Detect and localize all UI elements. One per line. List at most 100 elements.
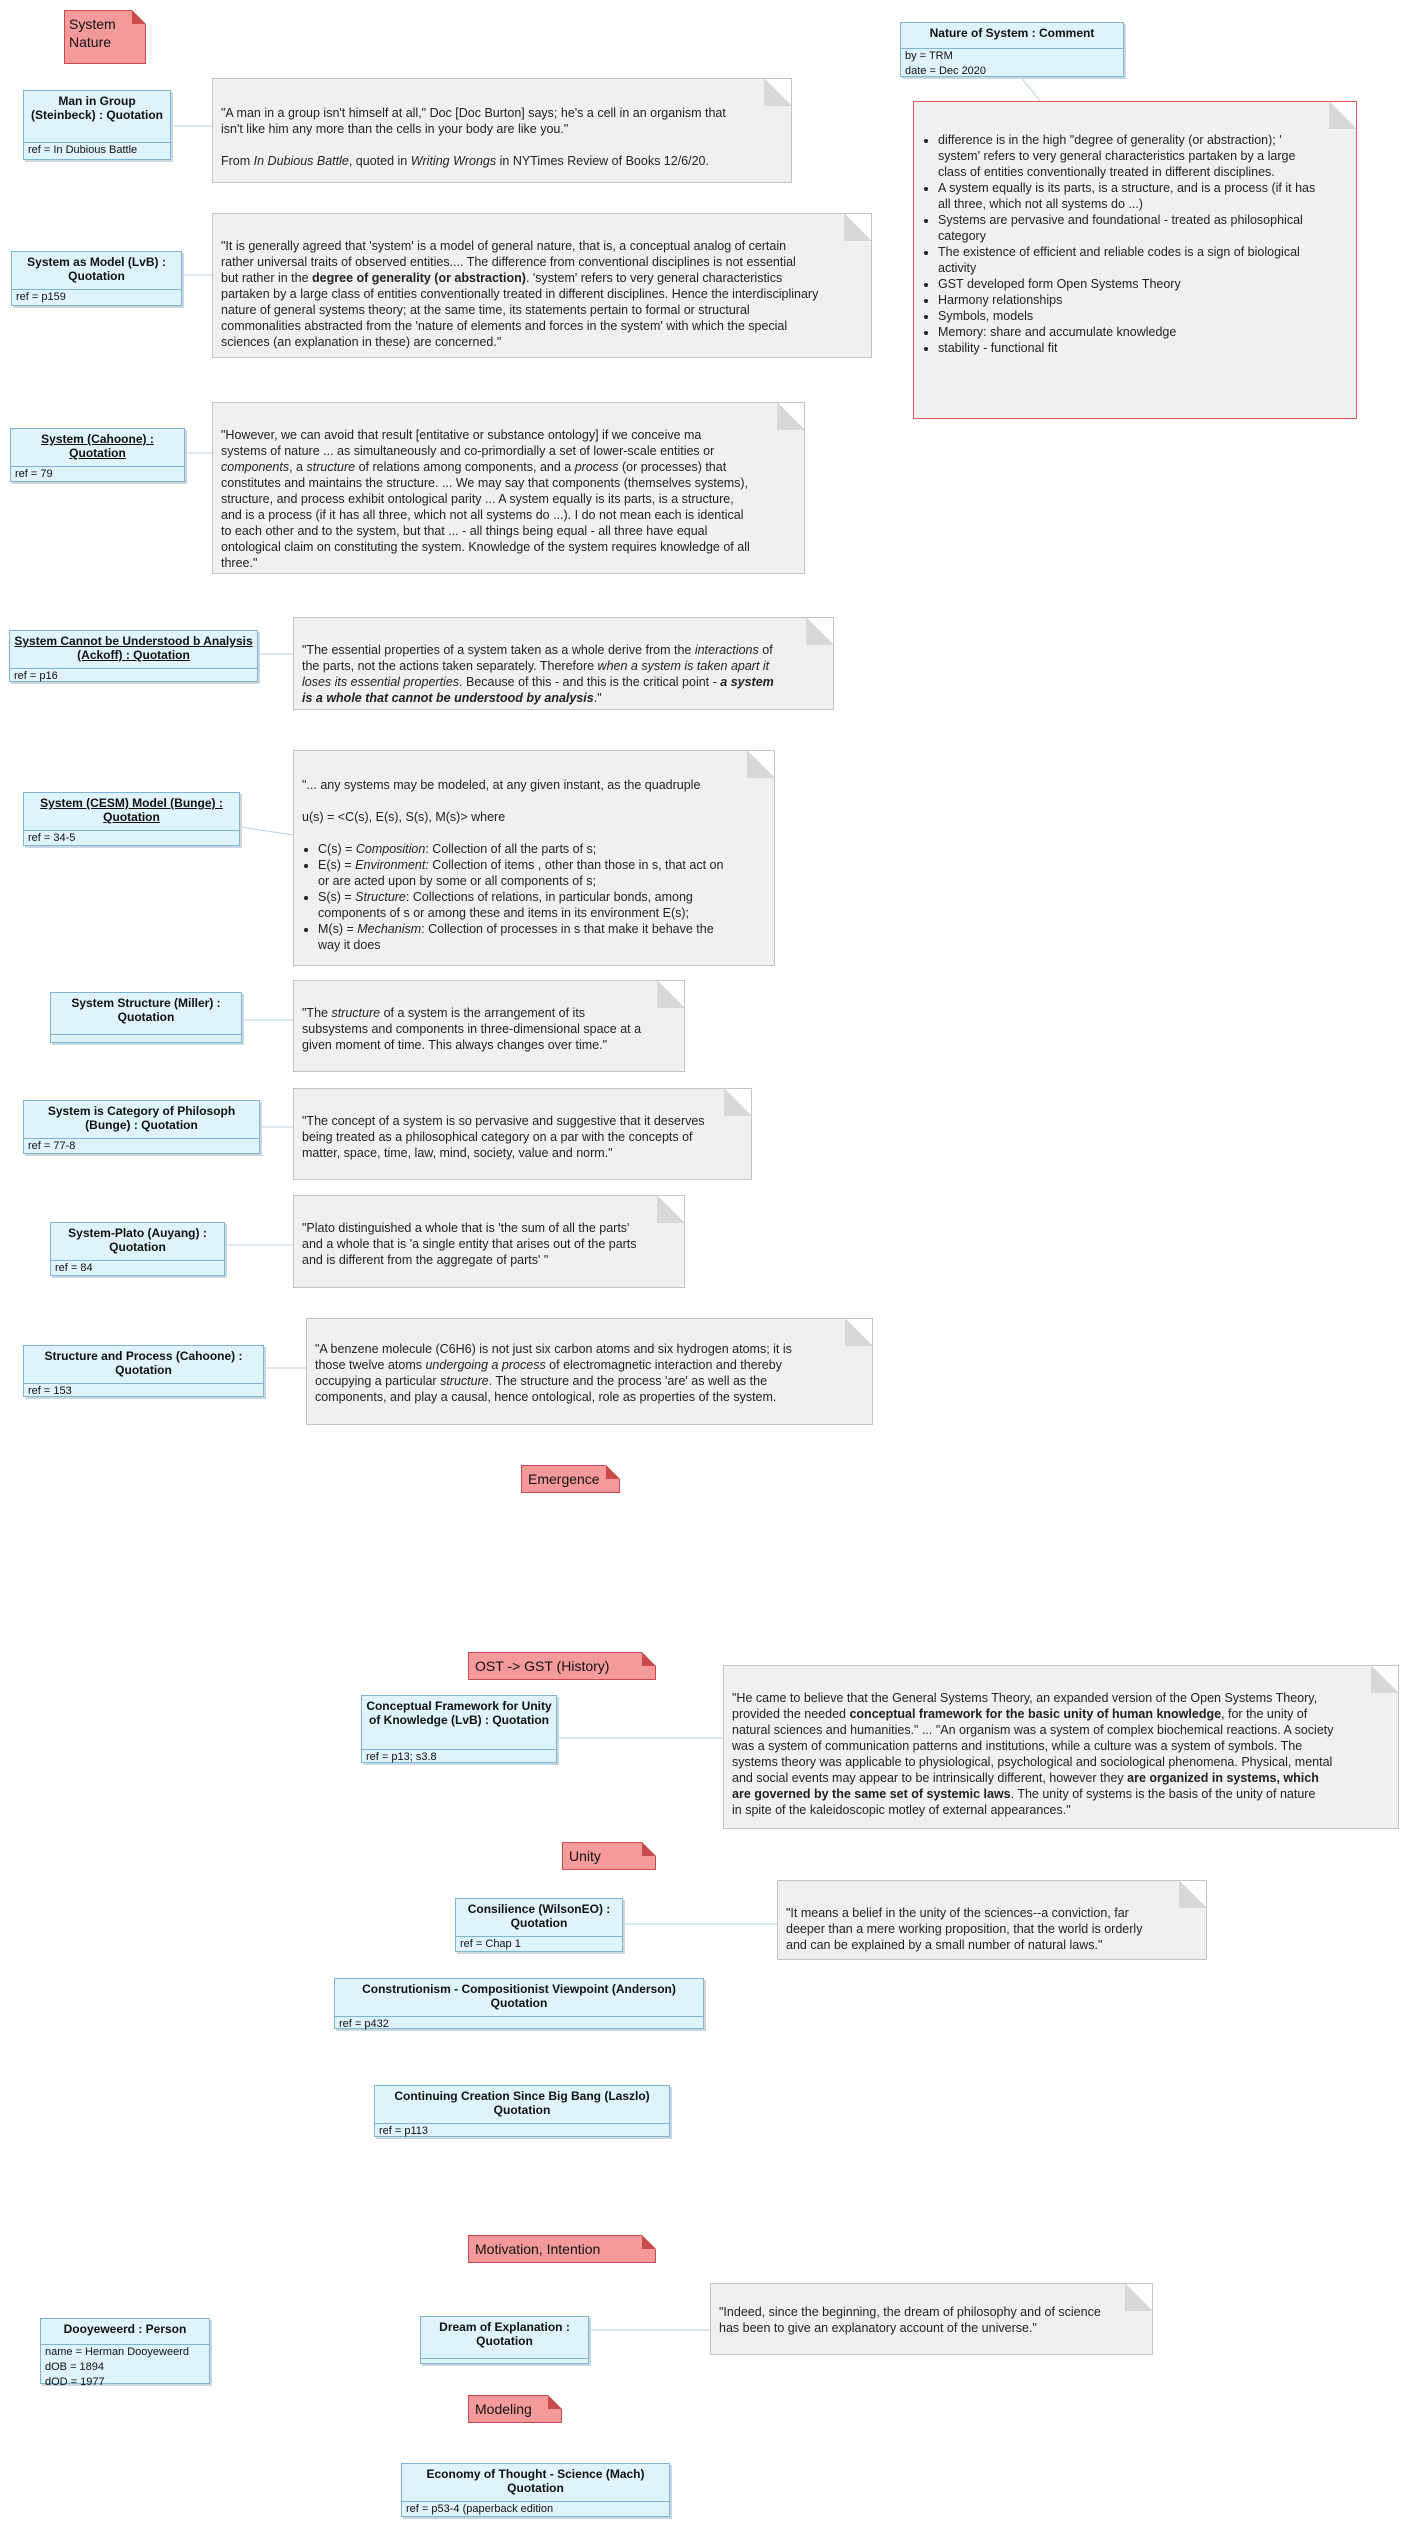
object-system-category[interactable]: System is Category of Philosoph (Bunge) … <box>23 1100 260 1154</box>
note-fold-icon <box>724 1089 751 1116</box>
link-system-cesm <box>239 826 294 836</box>
object-continuing-creation[interactable]: Continuing Creation Since Big Bang (Lasz… <box>374 2085 670 2137</box>
object-system-cesm[interactable]: System (CESM) Model (Bunge) : Quotation … <box>23 792 240 846</box>
note-fold-icon <box>764 79 791 106</box>
object-economy-thought[interactable]: Economy of Thought - Science (Mach) Quot… <box>401 2463 670 2517</box>
object-nature-comment[interactable]: Nature of System : Comment by = TRM date… <box>900 22 1124 77</box>
object-attribute: ref = In Dubious Battle <box>28 144 138 156</box>
object-attribute: ref = p53-4 (paperback edition <box>406 2503 554 2515</box>
note-system-cesm[interactable]: "... any systems may be modeled, at any … <box>293 750 775 966</box>
object-title: System (Cahoone) : Quotation <box>11 429 184 467</box>
note-text: difference is in the high "degree of gen… <box>914 102 1356 362</box>
object-man-in-group[interactable]: Man in Group (Steinbeck) : Quotation ref… <box>23 90 171 160</box>
package-fold-icon <box>642 1842 656 1856</box>
object-system-ackoff[interactable]: System Cannot be Understood b Analysis (… <box>9 630 258 682</box>
package-motivation[interactable]: Motivation, Intention <box>468 2235 656 2263</box>
note-text: "The essential properties of a system ta… <box>302 643 774 705</box>
object-system-cahoone[interactable]: System (Cahoone) : Quotation ref = 79 <box>10 428 185 482</box>
package-ost-gst[interactable]: OST -> GST (History) <box>468 1652 656 1680</box>
note-fold-icon <box>806 618 833 645</box>
note-system-cahoone[interactable]: "However, we can avoid that result [enti… <box>212 402 805 574</box>
object-attribute: dOB = 1894 <box>45 2361 105 2373</box>
object-title: Consilience (WilsonEO) : Quotation <box>456 1899 622 1937</box>
object-system-structure[interactable]: System Structure (Miller) : Quotation <box>50 992 242 1043</box>
package-label: System Nature <box>69 16 116 50</box>
note-text: "The concept of a system is so pervasive… <box>302 1114 705 1160</box>
object-conceptual-framework[interactable]: Conceptual Framework for Unity of Knowle… <box>361 1695 557 1763</box>
note-fold-icon <box>844 214 871 241</box>
object-attribute: ref = Chap 1 <box>460 1938 521 1950</box>
note-text: "Plato distinguished a whole that is 'th… <box>302 1221 637 1267</box>
note-fold-icon <box>777 403 804 430</box>
note-fold-icon <box>657 981 684 1008</box>
object-title: Nature of System : Comment <box>901 23 1123 49</box>
note-system-structure[interactable]: "The structure of a system is the arrang… <box>293 980 685 1072</box>
object-title: System Cannot be Understood b Analysis (… <box>10 631 257 669</box>
note-system-category[interactable]: "The concept of a system is so pervasive… <box>293 1088 752 1180</box>
package-label: OST -> GST (History) <box>475 1658 610 1674</box>
object-attribute: by = TRM <box>905 50 953 62</box>
note-system-plato[interactable]: "Plato distinguished a whole that is 'th… <box>293 1195 685 1288</box>
object-title: Structure and Process (Cahoone) : Quotat… <box>24 1346 263 1384</box>
object-attribute: ref = 34-5 <box>28 832 76 844</box>
object-construtionism[interactable]: Construtionism - Compositionist Viewpoin… <box>334 1978 704 2030</box>
note-fold-icon <box>657 1196 684 1223</box>
note-nature-comment[interactable]: difference is in the high "degree of gen… <box>913 101 1357 419</box>
object-title: Construtionism - Compositionist Viewpoin… <box>335 1979 703 2017</box>
object-attribute: date = Dec 2020 <box>905 65 987 77</box>
object-system-as-model[interactable]: System as Model (LvB) : Quotation ref = … <box>11 251 182 306</box>
object-title: System-Plato (Auyang) : Quotation <box>51 1223 224 1261</box>
object-system-plato[interactable]: System-Plato (Auyang) : Quotation ref = … <box>50 1222 225 1276</box>
package-label: Emergence <box>528 1471 600 1487</box>
object-attribute: ref = p13; s3.8 <box>366 1751 437 1763</box>
note-fold-icon <box>1179 1881 1206 1908</box>
object-title: System as Model (LvB) : Quotation <box>12 252 181 290</box>
note-dream-explanation[interactable]: "Indeed, since the beginning, the dream … <box>710 2283 1153 2355</box>
object-title: Man in Group (Steinbeck) : Quotation <box>24 91 170 143</box>
note-text: "He came to believe that the General Sys… <box>732 1691 1334 1817</box>
note-text: "A man in a group isn't himself at all,"… <box>221 106 726 168</box>
note-text: "The structure of a system is the arrang… <box>302 1006 642 1052</box>
object-attribute: ref = 77-8 <box>28 1140 76 1152</box>
object-title: Conceptual Framework for Unity of Knowle… <box>362 1696 556 1750</box>
package-fold-icon <box>132 10 146 24</box>
note-text: "A benzene molecule (C6H6) is not just s… <box>315 1342 792 1404</box>
object-attribute: ref = 84 <box>55 1262 93 1274</box>
object-structure-process[interactable]: Structure and Process (Cahoone) : Quotat… <box>23 1345 264 1397</box>
object-title: Dooyeweerd : Person <box>41 2319 209 2345</box>
package-label: Unity <box>569 1848 601 1864</box>
object-attribute: ref = p432 <box>339 2018 389 2030</box>
note-system-ackoff[interactable]: "The essential properties of a system ta… <box>293 617 834 710</box>
note-consilience[interactable]: "It means a belief in the unity of the s… <box>777 1880 1207 1960</box>
object-dream-explanation[interactable]: Dream of Explanation : Quotation <box>420 2316 589 2364</box>
object-attribute: ref = p113 <box>379 2125 429 2137</box>
note-fold-icon <box>845 1319 872 1346</box>
note-conceptual-framework[interactable]: "He came to believe that the General Sys… <box>723 1665 1399 1829</box>
note-man-in-group[interactable]: "A man in a group isn't himself at all,"… <box>212 78 792 183</box>
object-title: System (CESM) Model (Bunge) : Quotation <box>24 793 239 831</box>
note-fold-icon <box>1125 2284 1152 2311</box>
package-emergence[interactable]: Emergence <box>521 1465 620 1493</box>
object-attribute: dOD = 1977 <box>45 2376 105 2388</box>
note-text: "... any systems may be modeled, at any … <box>294 751 774 959</box>
object-attribute: ref = p159 <box>16 291 66 303</box>
object-dooyeweerd[interactable]: Dooyeweerd : Person name = Herman Dooyew… <box>40 2318 210 2388</box>
note-structure-process[interactable]: "A benzene molecule (C6H6) is not just s… <box>306 1318 873 1425</box>
object-title: System is Category of Philosoph (Bunge) … <box>24 1101 259 1139</box>
object-attribute: ref = p16 <box>14 670 58 682</box>
package-fold-icon <box>642 2235 656 2249</box>
object-title: Continuing Creation Since Big Bang (Lasz… <box>375 2086 669 2124</box>
note-fold-icon <box>1329 102 1356 129</box>
package-unity[interactable]: Unity <box>562 1842 656 1870</box>
note-text: "It means a belief in the unity of the s… <box>786 1906 1143 1952</box>
package-system-nature[interactable]: System Nature <box>64 10 146 64</box>
package-fold-icon <box>642 1652 656 1666</box>
package-modeling[interactable]: Modeling <box>468 2395 562 2423</box>
object-title: Dream of Explanation : Quotation <box>421 2317 588 2359</box>
object-attribute: name = Herman Dooyeweerd <box>45 2346 189 2358</box>
object-consilience[interactable]: Consilience (WilsonEO) : Quotation ref =… <box>455 1898 623 1952</box>
note-system-as-model[interactable]: "It is generally agreed that 'system' is… <box>212 213 872 358</box>
object-attribute: ref = 79 <box>15 468 53 480</box>
note-text: "However, we can avoid that result [enti… <box>221 428 750 570</box>
package-label: Modeling <box>475 2401 532 2417</box>
